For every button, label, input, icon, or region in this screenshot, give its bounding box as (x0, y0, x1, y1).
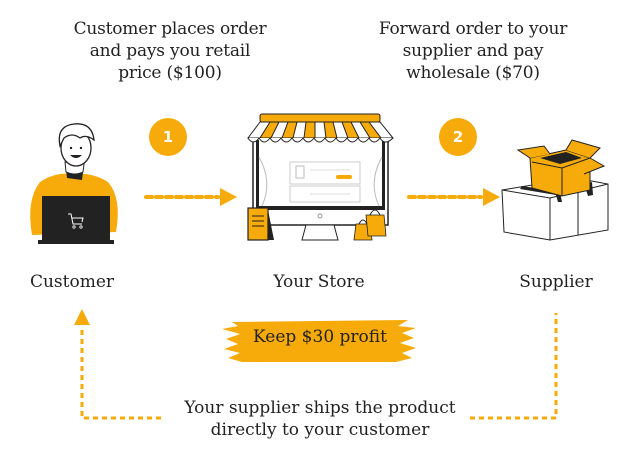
caption-line: price ($100) (118, 63, 222, 83)
node-label-supplier: Supplier (519, 272, 593, 292)
badge-number: 2 (452, 128, 464, 146)
step-1-caption: Customer places order and pays you retai… (55, 18, 285, 84)
badge-number: 1 (162, 128, 174, 146)
node-label-customer: Customer (29, 272, 115, 292)
caption-line: Forward order to your (378, 19, 568, 39)
storefront-icon (247, 113, 395, 241)
shipping-line: directly to your customer (210, 420, 430, 440)
step-1-badge: 1 (149, 118, 187, 156)
step-2-badge: 2 (439, 118, 477, 156)
node-label-store: Your Store (273, 272, 365, 292)
caption-line: and pays you retail (89, 41, 251, 61)
profit-label: Keep $30 profit (253, 327, 387, 347)
profit-brush-banner-icon (222, 320, 416, 362)
caption-line: supplier and pay (402, 41, 544, 61)
shipping-line: Your supplier ships the product (184, 398, 456, 418)
caption-line: Customer places order (73, 19, 267, 39)
step-2-caption: Forward order to your supplier and pay w… (358, 18, 588, 84)
caption-line: wholesale ($70) (406, 63, 540, 83)
boxes-icon (501, 139, 609, 241)
shipping-caption: Your supplier ships the product directly… (150, 397, 490, 441)
customer-laptop-icon (30, 123, 118, 244)
